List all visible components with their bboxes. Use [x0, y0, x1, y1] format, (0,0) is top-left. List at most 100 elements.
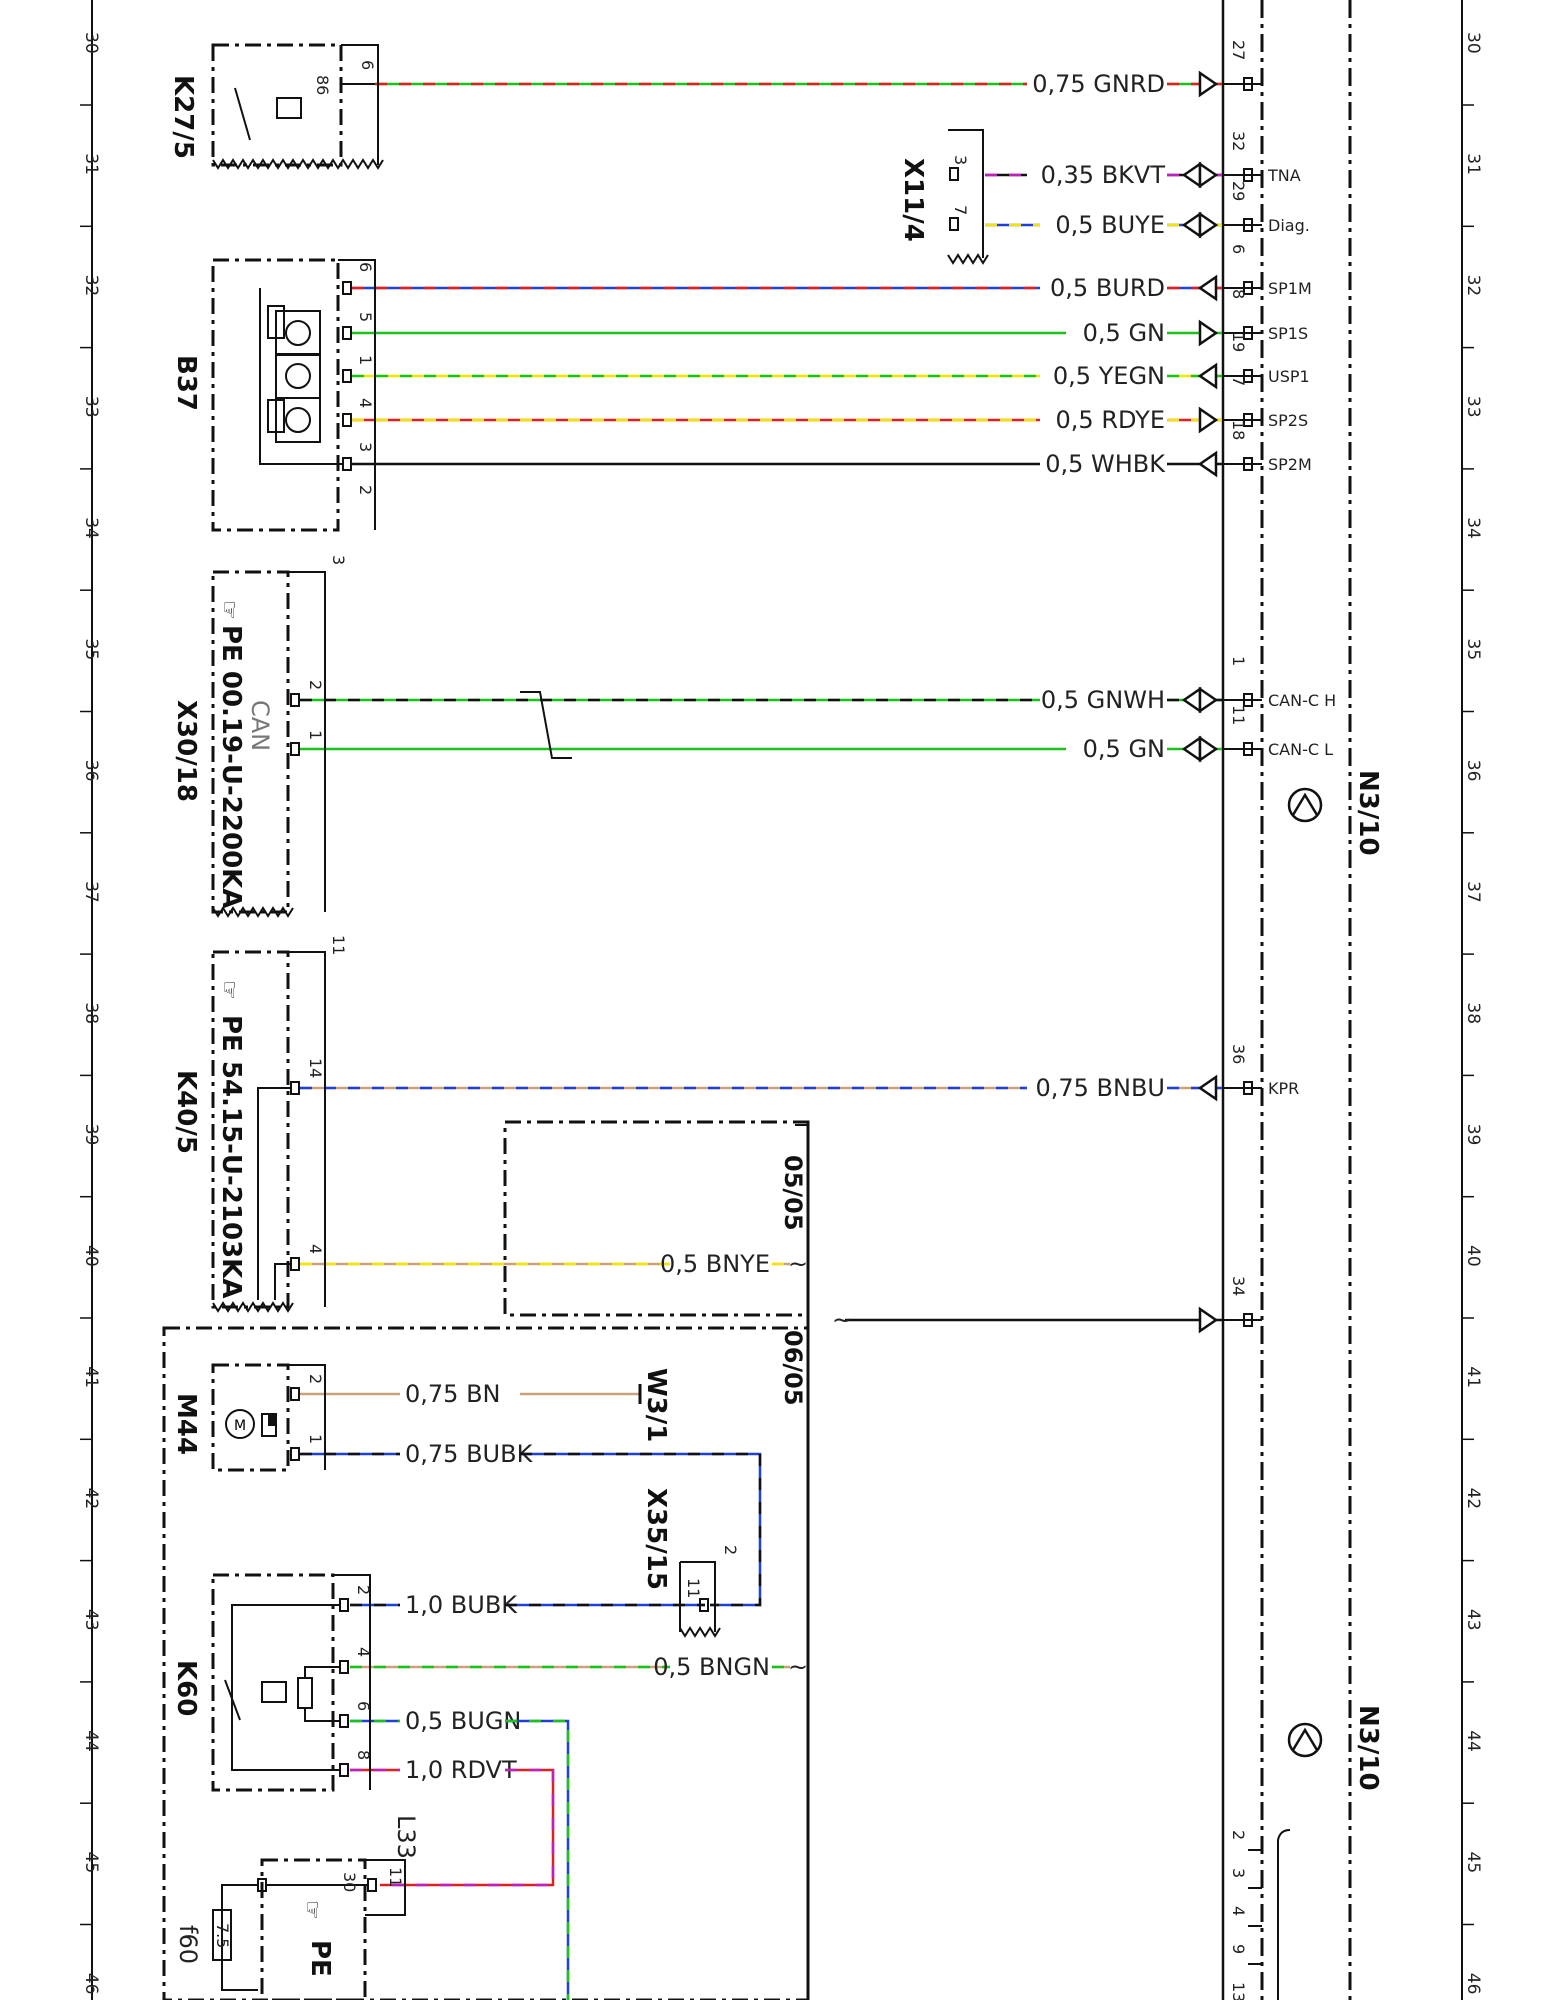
n3-10-ground-symbol [1287, 1722, 1323, 1758]
break-symbol: ~ [788, 1653, 808, 1681]
harness-break [679, 1626, 721, 1638]
pin-terminal [339, 1763, 349, 1777]
pin-terminal [699, 1598, 709, 1612]
bidirectional-arrow-right [1198, 161, 1219, 189]
n3-pin-terminal [1243, 168, 1253, 182]
n3-pin-terminal [1243, 77, 1253, 91]
n3-signal-name: Diag. [1268, 216, 1310, 235]
fuse-f60-box [260, 1858, 367, 2000]
pin-terminal [290, 1387, 300, 1401]
pe-note-k40-5: PE 54.15-U-2103KA [216, 1015, 246, 1298]
ruler-number-right: 34 [1463, 517, 1483, 539]
n3-pin-number: 29 [1229, 181, 1248, 201]
pin-number: 3 [329, 555, 348, 565]
n3-signal-name: TNA [1267, 166, 1301, 185]
can-twisted-pair-mark [520, 691, 572, 759]
wire-label: 0,75 BUBK [405, 1440, 534, 1468]
pin-number: 6 [354, 1701, 373, 1711]
connector-k60 [333, 1574, 371, 1790]
relay-k60-box [211, 1573, 335, 1792]
n3-signal-name: USP1 [1268, 367, 1310, 386]
n3-pin-number: 18 [1229, 420, 1248, 440]
pin-number: 1 [356, 355, 375, 365]
wire-17-tail [505, 1719, 570, 2000]
sheet-ref-0505[interactable]: 05/05 [779, 1155, 807, 1231]
pin-terminal [342, 326, 352, 340]
arrow-into-n3 [1198, 70, 1219, 98]
component-label-k60: K60 [171, 1660, 201, 1716]
connector-x30-18 [288, 571, 326, 912]
ruler-number-left: 46 [81, 1973, 101, 1995]
connector-l33 [365, 1859, 406, 1916]
arrow-into-n3 [1198, 319, 1219, 347]
sensor-element-circle [285, 320, 311, 346]
n3-pin-number: 6 [1229, 244, 1248, 254]
wire-label: 0,5 WHBK [1045, 450, 1166, 478]
component-label-f60: f60 [174, 1925, 202, 1964]
pin-terminal [949, 217, 959, 231]
pin-number: 2 [1229, 1830, 1248, 1840]
ruler-number-left: 33 [81, 396, 101, 418]
relay-coil [276, 97, 302, 119]
n3-pin-terminal [1243, 369, 1253, 383]
wire-label: 0,5 GN [1083, 319, 1165, 347]
bidirectional-arrow-left [1181, 735, 1202, 763]
ruler-number-left: 44 [81, 1730, 101, 1752]
ruler-number-right: 37 [1463, 881, 1483, 903]
connector-k27-5 [341, 44, 379, 165]
ruler-number-left: 37 [81, 881, 101, 903]
pin-terminal [290, 1257, 300, 1271]
ruler-number-left: 40 [81, 1245, 101, 1267]
n3-pin-terminal [1243, 326, 1253, 340]
component-label-b37: B37 [171, 355, 201, 411]
motor-icon [225, 1409, 255, 1439]
ruler-number-right: 32 [1463, 275, 1483, 297]
pin-terminal [290, 1447, 300, 1461]
pin-number: 13 [1229, 1982, 1248, 2000]
connector-k40-5 [288, 951, 326, 1307]
n3-pin-terminal [1243, 742, 1253, 756]
pin-terminal [290, 742, 300, 756]
n3-signal-name: SP1S [1268, 324, 1308, 343]
pin-number: 14 [306, 1058, 325, 1078]
connector-x35-15 [680, 1561, 716, 1632]
arrow-out-of-n3 [1197, 1074, 1218, 1102]
pin-terminal [290, 1081, 300, 1095]
ruler-number-left: 41 [81, 1366, 101, 1388]
internal-wiring [221, 1884, 258, 1991]
wire-label: 0,5 BURD [1050, 274, 1165, 302]
n3-pin-terminal [1243, 218, 1253, 232]
component-label-w3-1: W3/1 [641, 1368, 671, 1442]
n3-pin-number: 34 [1229, 1276, 1248, 1296]
component-label-k27-5: K27/5 [168, 75, 198, 159]
ruler-number-left: 36 [81, 760, 101, 782]
pin-number: 2 [721, 1545, 740, 1555]
n3-pin-terminal [1243, 693, 1253, 707]
motor-m44-box [211, 1363, 290, 1472]
break-symbol: ~ [832, 1306, 852, 1334]
internal-wiring [274, 1263, 291, 1300]
ruler-number-right: 38 [1463, 1002, 1483, 1024]
connector-x11-4 [948, 129, 984, 258]
wire-label: 0,5 BNGN [653, 1653, 770, 1681]
n3-pin-number: 11 [1229, 705, 1248, 725]
break-symbol: ~ [788, 1250, 808, 1278]
sensor-element [275, 353, 321, 399]
sheet-ref-0605[interactable]: 06/05 [779, 1330, 807, 1406]
pin-number: 11 [684, 1578, 703, 1598]
wire-label: 0,5 GN [1083, 735, 1165, 763]
motor-letter: M [234, 1418, 246, 1434]
pin-number: 6 [356, 262, 375, 272]
pin-number: 2 [306, 1374, 325, 1384]
wire-18-tail [380, 1768, 555, 1887]
n3-signal-name: CAN-C L [1268, 740, 1333, 759]
pin-number: 4 [356, 398, 375, 408]
n3-signal-name: KPR [1268, 1079, 1299, 1098]
ruler-number-right: 36 [1463, 760, 1483, 782]
pe-hand-icon: ☞ [299, 1900, 324, 1920]
ruler-number-left: 35 [81, 639, 101, 661]
arrow-into-n3 [1198, 406, 1219, 434]
pin-number: 11 [386, 1867, 405, 1887]
